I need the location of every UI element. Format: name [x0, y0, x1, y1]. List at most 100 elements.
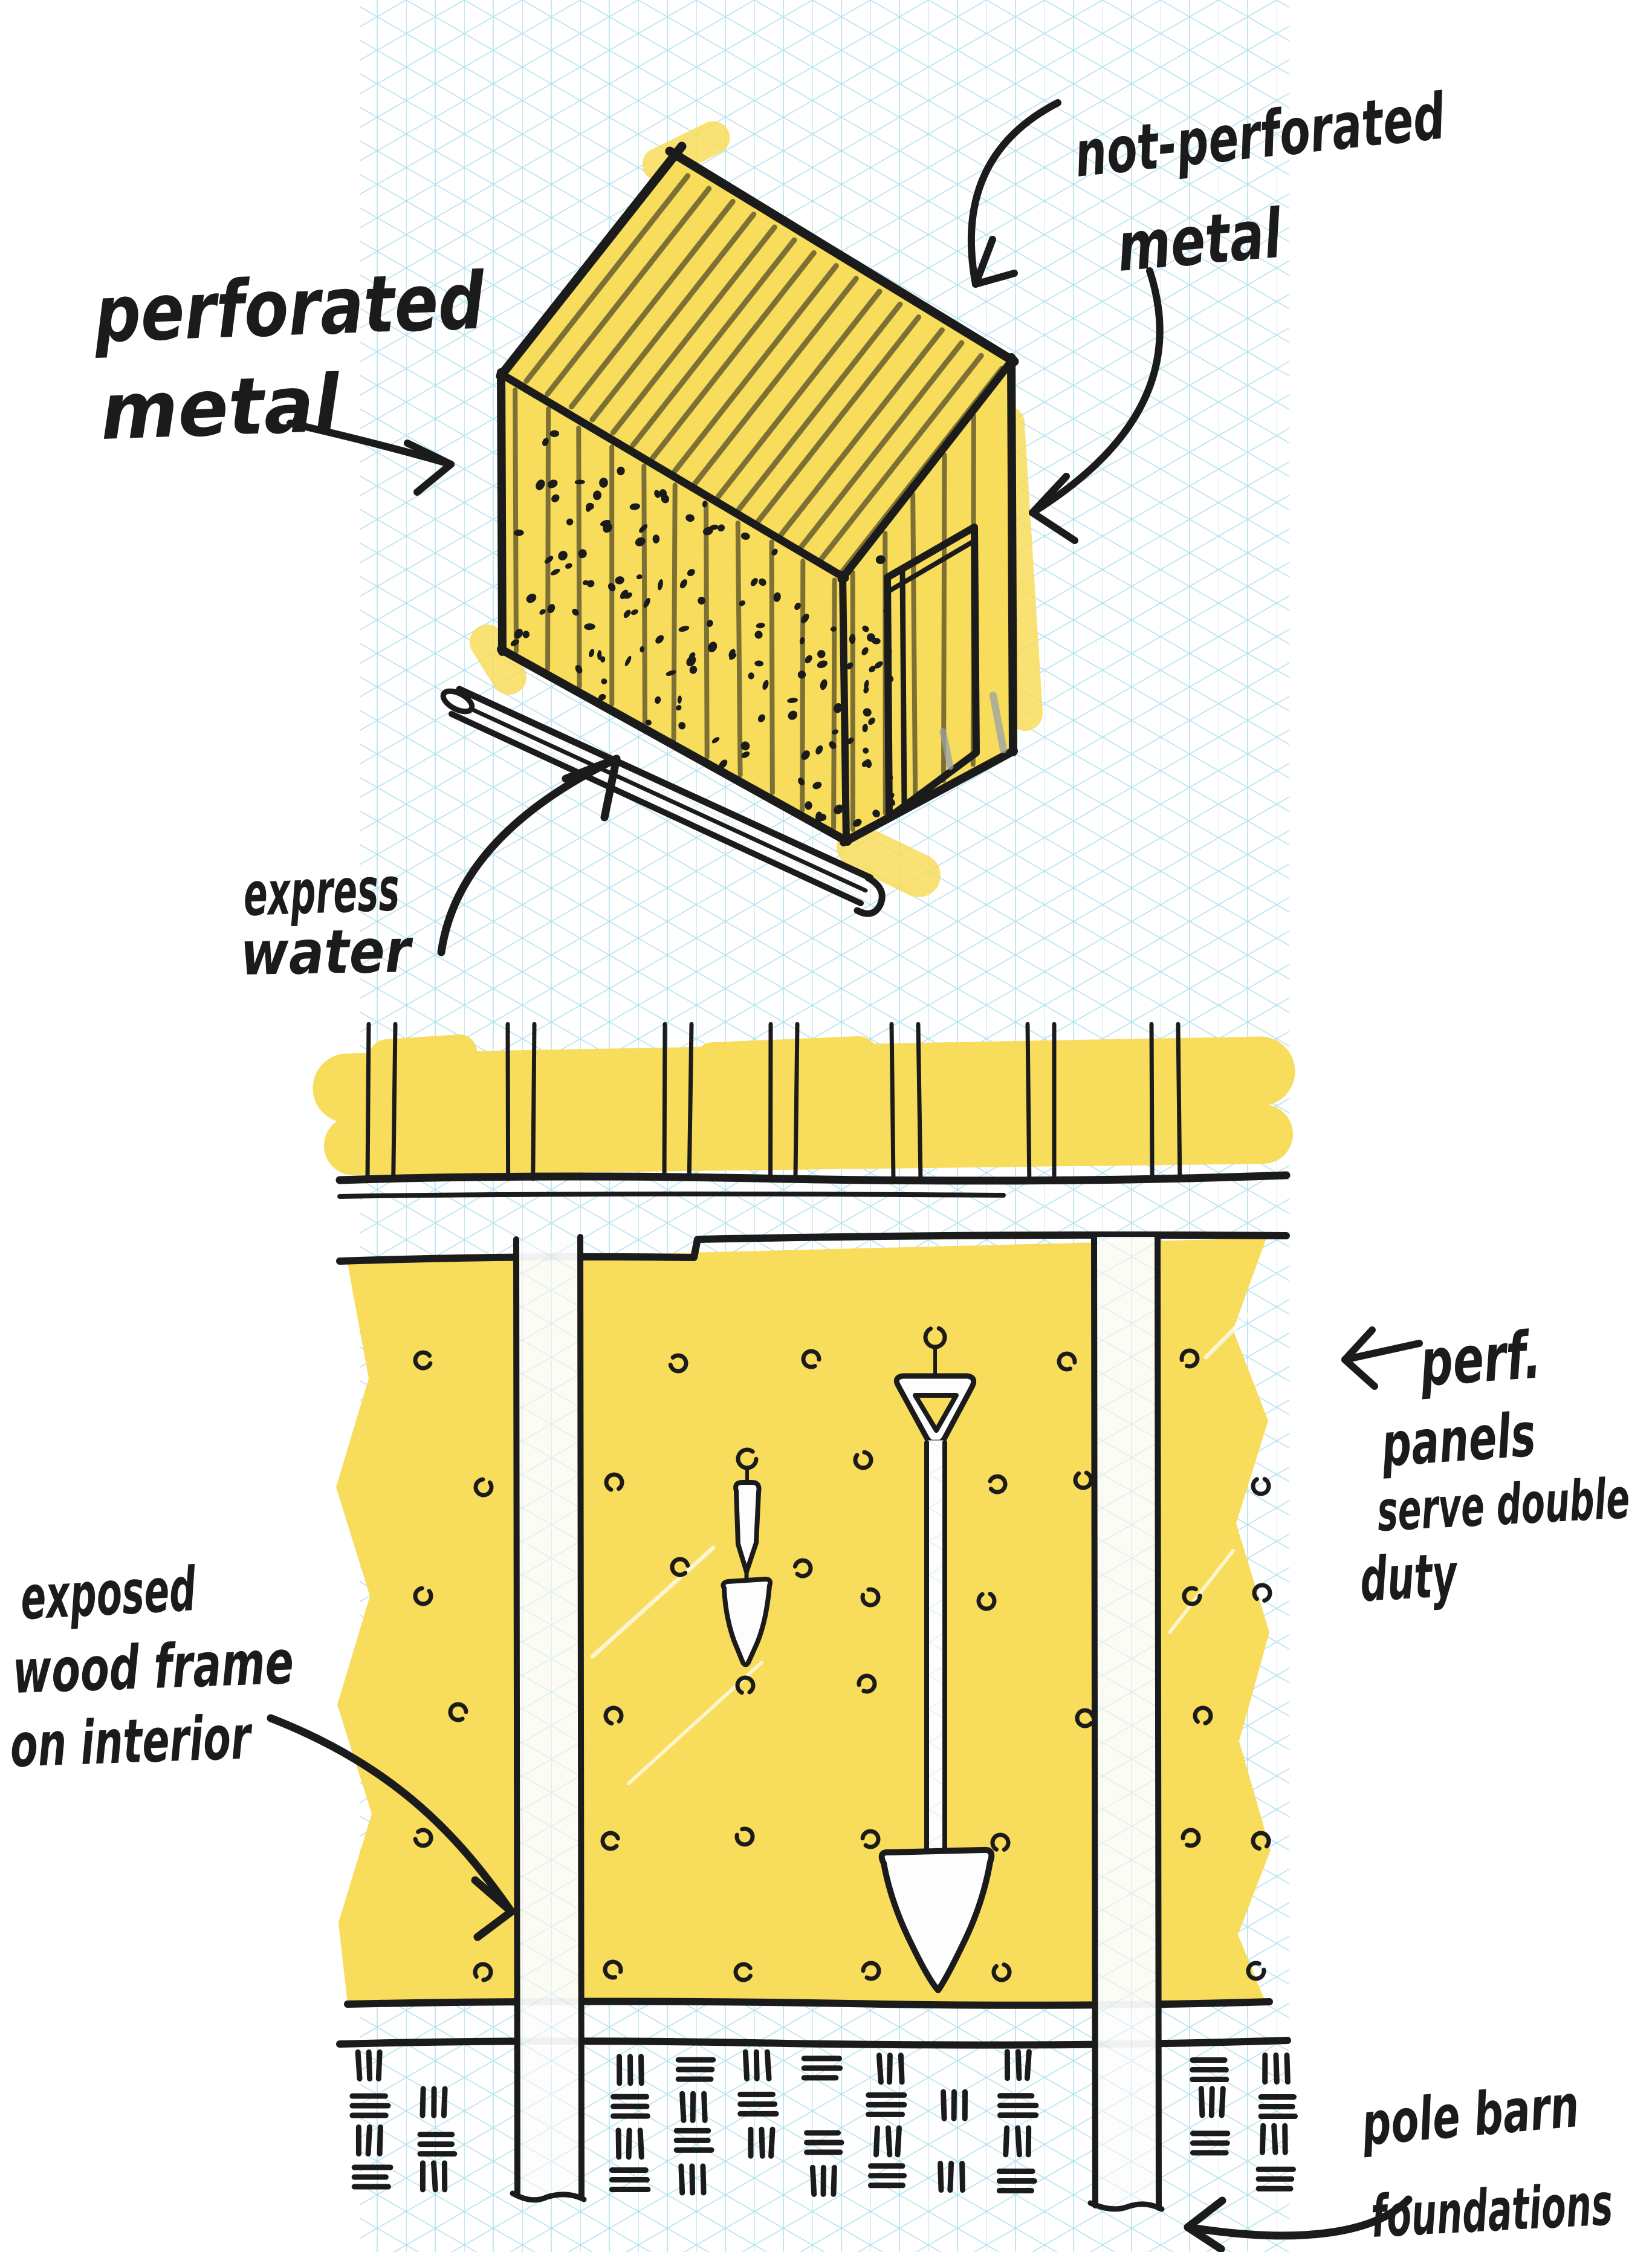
perforation-circle: [733, 1962, 754, 1982]
stipple-dot: [578, 549, 587, 559]
ground-hatch-dash: [375, 2049, 383, 2082]
ground-hatch-dash: [689, 2163, 696, 2196]
perforation-circle: [1057, 1351, 1077, 1372]
ground-hatch-dash: [809, 2164, 817, 2197]
rafter-line: [889, 1022, 896, 1181]
shed-isometric-sketch: [440, 121, 1043, 917]
stipple-dot: [565, 563, 572, 569]
perforation-stipple-dots: [510, 430, 896, 827]
perforation-circle: [860, 1587, 881, 1608]
perforation-circle: [990, 1832, 1011, 1853]
stipple-dot: [846, 662, 854, 670]
perforation-circle: [853, 1450, 873, 1470]
perforation-circle: [1179, 1348, 1200, 1369]
ground-hatch-dash: [1024, 2049, 1032, 2082]
label-perf-panels-line3: serve double: [1376, 1466, 1631, 1544]
ground-hatch-dash: [637, 2127, 644, 2160]
stipple-dot: [817, 813, 827, 822]
label-perf-panels-line1: perf.: [1417, 1317, 1544, 1401]
stipple-dot: [741, 751, 750, 758]
stipple-dot: [702, 501, 708, 508]
rafter-line: [687, 1022, 694, 1181]
roof-hatch-line: [754, 314, 922, 525]
stipple-dot: [655, 635, 664, 644]
stipple-dot: [863, 747, 869, 754]
perforation-circle: [413, 1828, 433, 1848]
stipple-dot: [805, 801, 812, 810]
ground-hatch-dash: [679, 2091, 687, 2123]
stipple-dot: [756, 623, 765, 629]
ground-hatch-dash: [753, 2049, 760, 2082]
roof-hatch-line: [650, 250, 817, 461]
trowel-drawing: [721, 1447, 773, 1667]
ground-hatch-dash: [1219, 2086, 1226, 2118]
stipple-dot: [812, 782, 822, 790]
rafter-line: [793, 1022, 800, 1181]
roof-hatch-line: [589, 212, 757, 423]
stipple-dot: [805, 655, 812, 664]
stipple-dot: [788, 710, 798, 720]
stipple-dot: [719, 759, 728, 769]
ground-hatch-dash: [365, 2124, 372, 2156]
ground-hatch-dash: [947, 2161, 954, 2193]
stipple-dot: [598, 693, 606, 701]
ground-hatch-dash: [764, 2049, 772, 2082]
stipple-dot: [635, 537, 646, 547]
perforation-circle: [600, 1831, 621, 1851]
stipple-dot: [815, 745, 823, 754]
stipple-dot: [834, 804, 844, 814]
rafter-section-lines: [365, 1022, 1182, 1181]
stipple-dot: [875, 555, 886, 565]
perforation-circle: [413, 1350, 433, 1371]
ground-hatch-dash: [1208, 2086, 1215, 2118]
stipple-dot: [874, 661, 883, 669]
ground-hatch-dash: [638, 2054, 644, 2086]
stipple-dot: [787, 698, 798, 703]
stipple-dot: [754, 631, 763, 639]
left-wall-siding-lines: [513, 388, 837, 831]
ground-hatch-dash: [700, 2163, 707, 2196]
stipple-dot: [586, 504, 591, 512]
roof-hatch-line: [778, 327, 945, 538]
stipple-dot: [711, 737, 720, 744]
stipple-dot: [572, 608, 579, 616]
rafter-line: [916, 1022, 923, 1181]
siding-line: [671, 482, 678, 742]
stipple-dot: [566, 518, 574, 526]
rafter-line: [1025, 1022, 1032, 1181]
stipple-dot: [539, 609, 546, 615]
siding-line: [735, 521, 743, 777]
stipple-dot: [739, 600, 746, 606]
label-perforated-metal-line1: perforated: [92, 255, 487, 361]
roof-hatch-line: [545, 186, 712, 397]
ground-hatch-dash: [1015, 2125, 1022, 2158]
perforation-circle: [1181, 1828, 1201, 1848]
ground-hatch-dash: [876, 2052, 884, 2085]
stipple-dot: [817, 650, 826, 658]
stipple-dot: [582, 580, 589, 585]
stipple-dot: [717, 524, 725, 532]
stipple-dot: [586, 580, 595, 588]
stipple-dot: [762, 680, 769, 690]
perforation-circle: [1075, 1708, 1095, 1728]
label-exposed-wood-line3: on interior: [9, 1702, 254, 1781]
perforation-circle: [1246, 1961, 1266, 1981]
roof-hatch-line: [797, 340, 965, 551]
perforation-circle: [861, 1961, 881, 1981]
stipple-dot: [600, 656, 606, 663]
stipple-dot: [658, 579, 663, 591]
stipple-dot: [510, 639, 519, 646]
wall-elevation-sketch: [313, 1022, 1298, 2212]
label-exposed-wood-line2: wood frame: [11, 1627, 295, 1707]
stipple-dot: [640, 646, 645, 653]
arrow-express-water: [437, 754, 621, 956]
stipple-dot: [863, 708, 872, 717]
stipple-dot: [849, 634, 856, 644]
rafter-line: [1176, 1022, 1182, 1181]
stipple-dot: [623, 609, 631, 618]
siding-line: [513, 388, 519, 654]
siding-line: [831, 577, 837, 831]
stipple-dot: [706, 620, 713, 627]
ground-hatch-dash: [1259, 2123, 1266, 2155]
perforation-circle: [668, 1353, 688, 1374]
